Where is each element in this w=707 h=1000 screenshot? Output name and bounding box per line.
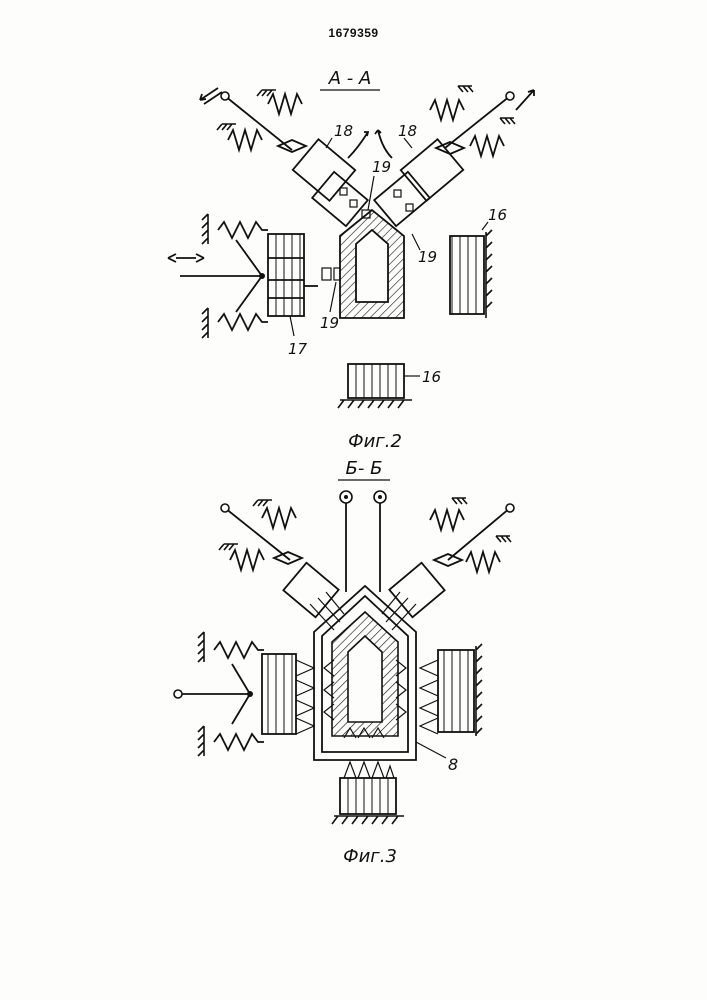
workpiece-section [332,612,398,736]
support-16-body [450,236,484,314]
motion-arrow-icon [375,130,392,158]
leader-line [290,316,294,336]
ground-hatch-icon [338,400,412,408]
ground-hatch-icon [476,644,482,736]
motion-arrow-icon [200,88,218,100]
left-side-electrode-fig3 [174,632,314,756]
ground-hatch-icon [452,498,467,504]
electrode-body [283,563,338,618]
spring-icon [268,94,302,114]
motion-arrow-icon [516,90,534,110]
spring-icon [466,552,500,572]
support-16-body [348,364,404,398]
workpiece-wall [340,210,404,318]
electrode-tips [310,592,344,630]
spring-icon [214,734,264,750]
spring-icon [430,100,464,120]
contact-square [394,190,401,197]
spring-icon [218,314,268,330]
callout-19-bottom: 19 [320,314,339,332]
contact-square [406,204,413,211]
support-body [438,650,474,732]
section-label-a-a: А - А [328,68,372,89]
motion-arrow-shaft [204,92,222,104]
spring-icon [262,508,296,528]
spring-icon [214,642,264,658]
contact-square [322,268,331,280]
terminal-center [378,495,382,499]
ground-hatch-icon [198,632,204,662]
leader-line [416,742,446,758]
contact-square [350,200,357,207]
pivot-circle [506,92,514,100]
ground-hatch-icon [253,500,272,506]
callout-16-right: 16 [488,206,507,224]
left-upper-spring-assembly [200,88,306,152]
right-upper-spring-assembly [430,86,534,156]
callout-17: 17 [288,340,308,358]
electrode-tips [382,592,416,630]
leader-line [326,138,332,148]
callout-16-bottom: 16 [422,368,441,386]
pivot-circle [174,690,182,698]
top-terminals [340,491,386,592]
right-support: 16 [450,206,507,318]
left-upper-spring-assembly-fig3 [219,500,344,630]
spring-icon [430,510,464,530]
ground-hatch-icon [500,118,515,124]
callout-19-right: 19 [418,248,437,266]
leader-line [368,176,374,210]
callout-8: 8 [448,755,458,774]
bottom-support: 16 [338,364,441,408]
ground-hatch-icon [198,726,204,756]
left-side-electrode: 19 17 [168,214,340,358]
electrode-head [312,172,368,226]
pivot-circle [221,92,229,100]
ground-hatch-icon [332,816,404,824]
electrode-body [262,654,296,734]
spring-icon [218,222,268,238]
terminal-center [344,495,348,499]
spring-icon [470,136,504,156]
spring-icon [228,130,262,150]
figure-2-caption: Фиг.2 [348,431,402,452]
ground-hatch-icon [202,214,208,244]
figure-3-caption: Фиг.3 [343,846,397,867]
ground-hatch-icon [458,86,473,92]
spring-icon [230,550,264,570]
electrode-tips [420,660,438,734]
ground-hatch-icon [496,536,511,542]
section-label-b-b: Б- Б [346,458,383,479]
electrode-body [401,139,463,200]
workpiece-section: 19 19 [340,158,437,318]
left-electrode: 18 [293,122,368,226]
figure-3: Б- Б [174,458,514,867]
callout-18-left: 18 [334,122,353,140]
electrode-tips [296,660,314,734]
bottom-support-fig3 [332,762,404,824]
callout-18-right: 18 [398,122,417,140]
electrode-tips [344,762,394,778]
electrode-17-body [268,234,304,316]
figure-2: А - А 18 [168,68,534,452]
right-upper-spring-assembly-fig3 [382,498,514,630]
pivot-circle [221,504,229,512]
leader-line [330,282,336,312]
contact-square [340,188,347,195]
callout-19-top: 19 [372,158,391,176]
pivot-circle [506,504,514,512]
support-body [340,778,396,814]
pivot-dot [247,691,253,697]
right-support-fig3 [420,644,482,736]
ground-hatch-icon [486,230,492,318]
ground-hatch-icon [202,308,208,338]
pivot-dot [259,273,265,279]
